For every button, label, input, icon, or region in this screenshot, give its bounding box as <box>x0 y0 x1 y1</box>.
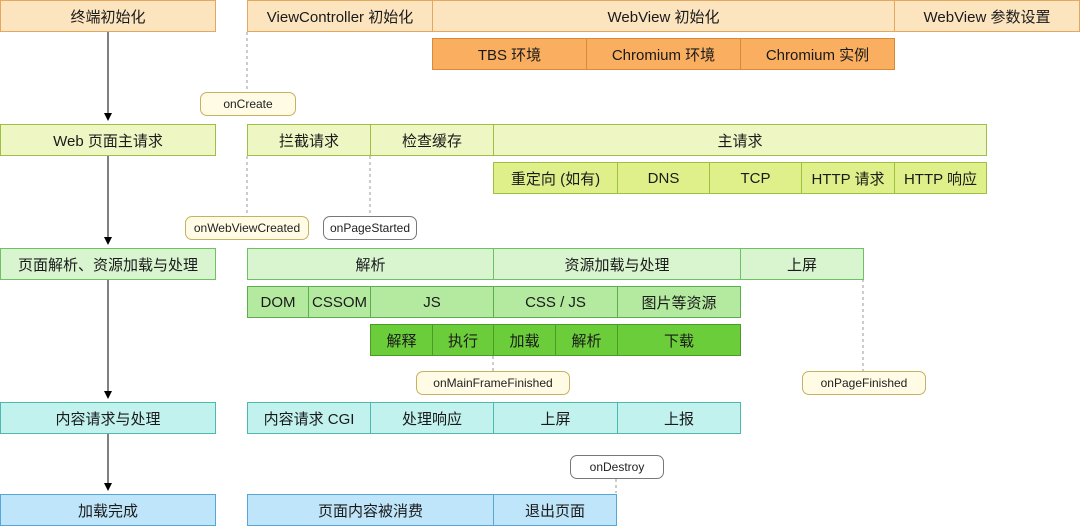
interpret-box: 解释 <box>370 324 433 356</box>
redirect-box: 重定向 (如有) <box>493 162 618 194</box>
main-request-box: 主请求 <box>493 124 987 156</box>
load-box: 加载 <box>493 324 556 356</box>
viewcontroller-init-box: ViewController 初始化 <box>247 0 433 32</box>
chromium-instance-box: Chromium 实例 <box>740 38 895 70</box>
onwebviewcreated-callback: onWebViewCreated <box>185 216 309 240</box>
resource-load-box: 资源加载与处理 <box>493 248 741 280</box>
intercept-request-box: 拦截请求 <box>247 124 371 156</box>
js-box: JS <box>370 286 494 318</box>
load-complete-box: 加载完成 <box>0 494 216 526</box>
check-cache-box: 检查缓存 <box>370 124 494 156</box>
images-box: 图片等资源 <box>617 286 741 318</box>
onmainframefinished-callback: onMainFrameFinished <box>416 371 570 395</box>
oncreate-callback: onCreate <box>200 92 296 116</box>
parse-box: 解析 <box>247 248 494 280</box>
report-box: 上报 <box>617 402 741 434</box>
http-request-box: HTTP 请求 <box>801 162 895 194</box>
web-main-request-box: Web 页面主请求 <box>0 124 216 156</box>
onpagefinished-callback: onPageFinished <box>802 371 926 395</box>
parse2-box: 解析 <box>555 324 618 356</box>
execute-box: 执行 <box>432 324 494 356</box>
css-js-box: CSS / JS <box>493 286 618 318</box>
http-response-box: HTTP 响应 <box>894 162 987 194</box>
onpagestarted-callback: onPageStarted <box>323 216 417 240</box>
tcp-box: TCP <box>709 162 802 194</box>
on-screen-box: 上屏 <box>740 248 864 280</box>
exit-page-box: 退出页面 <box>493 494 617 526</box>
ondestroy-callback: onDestroy <box>570 455 664 479</box>
chromium-env-box: Chromium 环境 <box>586 38 741 70</box>
callback-guides <box>246 32 864 493</box>
tbs-env-box: TBS 环境 <box>432 38 587 70</box>
terminal-init-box: 终端初始化 <box>0 0 216 32</box>
dns-box: DNS <box>617 162 710 194</box>
dom-box: DOM <box>247 286 309 318</box>
cssom-box: CSSOM <box>308 286 371 318</box>
content-request-box: 内容请求与处理 <box>0 402 216 434</box>
consumed-box: 页面内容被消费 <box>247 494 494 526</box>
webview-params-box: WebView 参数设置 <box>894 0 1080 32</box>
content-cgi-box: 内容请求 CGI <box>247 402 371 434</box>
handle-response-box: 处理响应 <box>370 402 494 434</box>
content-on-screen-box: 上屏 <box>493 402 618 434</box>
webview-init-box: WebView 初始化 <box>432 0 895 32</box>
page-parse-box: 页面解析、资源加载与处理 <box>0 248 216 280</box>
download-box: 下载 <box>617 324 741 356</box>
